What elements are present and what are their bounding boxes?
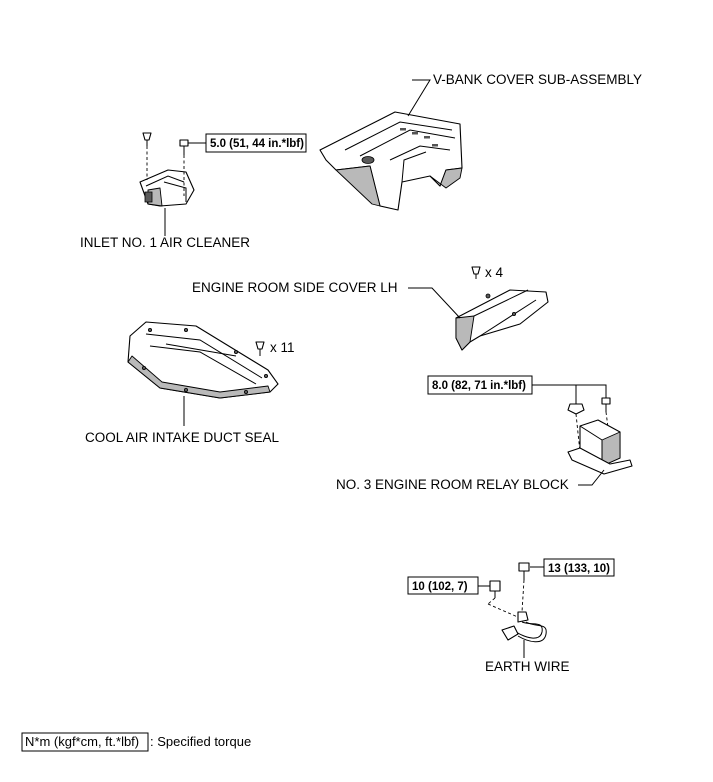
- relay-block-drawing: [567, 419, 633, 475]
- vbank-cover-drawing: [319, 111, 463, 211]
- legend-description: : Specified torque: [150, 734, 251, 749]
- duct-seal-clip-qty: x 11: [270, 340, 295, 355]
- relay-torque-text: 8.0 (82, 71 in.*lbf): [432, 380, 526, 392]
- legend-unit-box: [21, 732, 149, 752]
- relay-bolt-icon: [601, 397, 611, 412]
- earth-torque-text-a: 13 (133, 10): [548, 563, 610, 575]
- legend-unit-text: N*m (kgf*cm, ft.*lbf): [25, 734, 139, 749]
- earth-bolt-b-icon: [489, 580, 501, 598]
- inlet-torque-box: [205, 133, 307, 153]
- duct-seal-drawing: [127, 321, 279, 399]
- inlet-air-cleaner-drawing: [139, 169, 195, 207]
- inlet-clip-icon: [142, 132, 152, 146]
- side-cover-label: ENGINE ROOM SIDE COVER LH: [192, 280, 398, 295]
- side-cover-drawing: [455, 289, 549, 351]
- inlet-air-cleaner-label: INLET NO. 1 AIR CLEANER: [80, 235, 250, 250]
- duct-seal-label: COOL AIR INTAKE DUCT SEAL: [85, 430, 280, 445]
- inlet-torque-text: 5.0 (51, 44 in.*lbf): [210, 138, 304, 150]
- vbank-cover-leader: [407, 79, 431, 117]
- side-cover-clip-icon: [471, 266, 481, 279]
- duct-seal-clip-icon: [255, 341, 265, 356]
- side-cover-clip-qty: x 4: [485, 265, 504, 280]
- inlet-bolt-icon: [179, 139, 189, 155]
- relay-block-label: NO. 3 ENGINE ROOM RELAY BLOCK: [336, 477, 569, 492]
- side-cover-leader: [408, 287, 461, 319]
- earth-wire-drawing: [501, 611, 547, 643]
- vbank-cover-label: V-BANK COVER SUB-ASSEMBLY: [433, 72, 642, 87]
- earth-wire-label: EARTH WIRE: [485, 659, 570, 674]
- relay-leader: [578, 469, 605, 486]
- earth-torque-text-b: 10 (102, 7): [412, 581, 468, 593]
- earth-bolt-a-icon: [518, 562, 530, 580]
- relay-nut-icon: [567, 403, 585, 415]
